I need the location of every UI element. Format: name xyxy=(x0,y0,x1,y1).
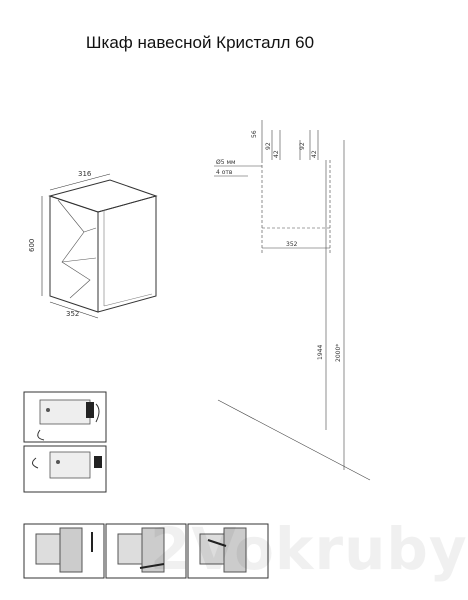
dim-56: 56 xyxy=(251,130,258,138)
dim-352: 352 xyxy=(286,241,298,248)
cabinet-depth-label: 352 xyxy=(66,310,79,318)
mounting-scheme xyxy=(214,120,371,481)
dim-2000: 2000* xyxy=(335,344,342,362)
dim-42a: 42 xyxy=(273,150,280,158)
cabinet-width-label: 316 xyxy=(78,170,92,178)
hole-note-2: 4 отв xyxy=(216,169,233,176)
dim-92b: 92 xyxy=(299,142,306,150)
hole-note-1: Ø5 мм xyxy=(216,159,236,166)
dim-42b: 42 xyxy=(311,150,318,158)
watermark: 2Vokruby xyxy=(150,515,468,583)
dim-92a: 92 xyxy=(265,142,272,150)
hanger-illustration-1 xyxy=(23,391,107,443)
dim-1944: 1944 xyxy=(317,345,324,360)
hinge-illustration-1 xyxy=(23,523,105,579)
hanger-illustration-2 xyxy=(23,445,107,493)
document-title: Шкаф навесной Кристалл 60 xyxy=(85,33,315,52)
cabinet-drawing xyxy=(48,179,158,313)
cabinet-height-label: 600 xyxy=(28,239,36,252)
hinge-illustration-2 xyxy=(105,523,187,579)
hinge-illustration-3 xyxy=(187,523,269,579)
assembly-drawing: 316 600 352 Ø5 мм 4 отв 56 92 42 92 42 3… xyxy=(23,120,371,579)
